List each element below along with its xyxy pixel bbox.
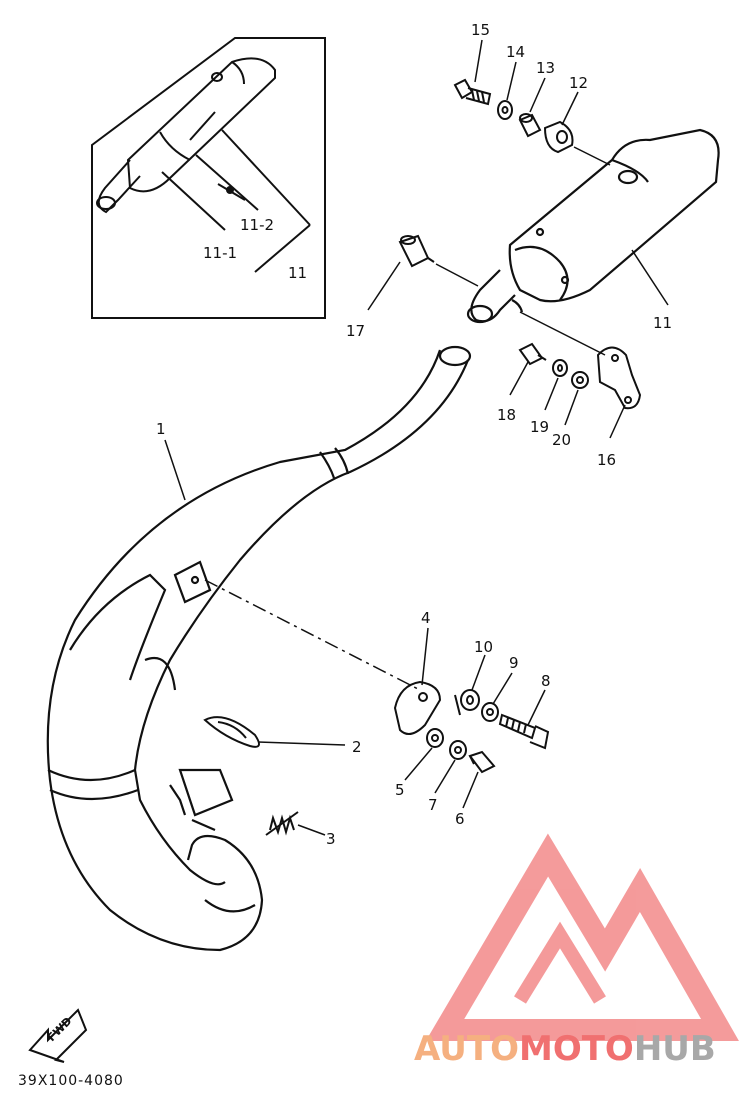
bolt-18 — [518, 342, 547, 366]
leader-pipe-to-bracket — [204, 579, 421, 691]
watermark-part-a: AUTO — [414, 1029, 519, 1069]
callout-7: 7 — [428, 796, 438, 814]
callout-11-inset: 11 — [288, 264, 307, 282]
callout-1: 1 — [156, 420, 166, 438]
callout-13: 13 — [536, 59, 555, 77]
callout-12: 12 — [569, 74, 588, 92]
washer-9 — [481, 702, 499, 722]
watermark-part-c: HUB — [634, 1029, 716, 1069]
inset-box — [91, 37, 326, 319]
collar-13 — [518, 113, 542, 138]
callout-11-1: 11-1 — [203, 244, 237, 262]
callout-4: 4 — [421, 609, 431, 627]
callout-8: 8 — [541, 672, 551, 690]
bolt-8 — [498, 713, 550, 750]
washer-10 — [460, 689, 480, 711]
callout-18: 18 — [497, 406, 516, 424]
washer-7 — [449, 740, 467, 760]
bracket-16 — [596, 346, 642, 410]
callout-15: 15 — [471, 21, 490, 39]
part-code: 39X100-4080 — [18, 1073, 124, 1089]
leader-16-to-pipe — [519, 311, 606, 356]
exhaust-pipe — [46, 345, 472, 952]
callout-5: 5 — [395, 781, 405, 799]
bracket-4 — [393, 680, 461, 735]
washer-19 — [552, 359, 568, 377]
callout-11-2: 11-2 — [240, 216, 274, 234]
bolt-15 — [453, 78, 492, 106]
watermark-part-b: MOTO — [519, 1029, 634, 1069]
gasket — [203, 716, 260, 748]
fwd-arrow-icon: FWD — [28, 1008, 88, 1063]
callout-17: 17 — [346, 322, 365, 340]
callout-14: 14 — [506, 43, 525, 61]
callout-3: 3 — [326, 830, 336, 848]
washer-5 — [426, 728, 444, 748]
callout-leaders — [164, 39, 669, 836]
callout-11: 11 — [653, 314, 672, 332]
callout-6: 6 — [455, 810, 465, 828]
leader-17-to-pipe — [435, 263, 479, 287]
callout-19: 19 — [530, 418, 549, 436]
spring — [265, 811, 299, 836]
callout-20: 20 — [552, 431, 571, 449]
bolt-6 — [468, 750, 496, 774]
cap-17 — [398, 234, 435, 268]
watermark-text: AUTOMOTOHUB — [414, 1029, 716, 1069]
leader-12-to-silencer — [573, 146, 611, 166]
silencer — [466, 128, 720, 324]
grommet-12 — [543, 120, 574, 154]
washer-14 — [497, 100, 513, 120]
callout-10: 10 — [474, 638, 493, 656]
inset-silencer — [96, 57, 311, 273]
callout-2: 2 — [352, 738, 362, 756]
callout-16: 16 — [597, 451, 616, 469]
callout-9: 9 — [509, 654, 519, 672]
washer-20 — [571, 371, 589, 389]
watermark-logo — [425, 833, 739, 1041]
